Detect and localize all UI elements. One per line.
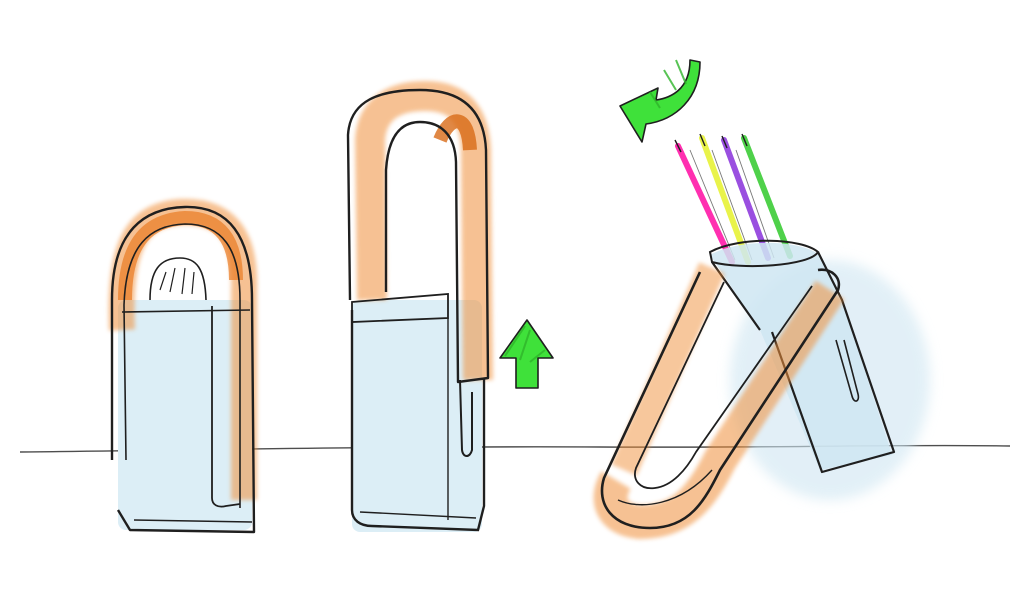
stand-closed-sketch	[108, 198, 258, 534]
stand-extended-sketch	[346, 80, 554, 532]
stand-open-sketch	[593, 59, 930, 540]
pencils	[674, 133, 793, 265]
down-left-arrow-icon	[619, 59, 701, 143]
up-arrow-icon	[499, 319, 554, 389]
